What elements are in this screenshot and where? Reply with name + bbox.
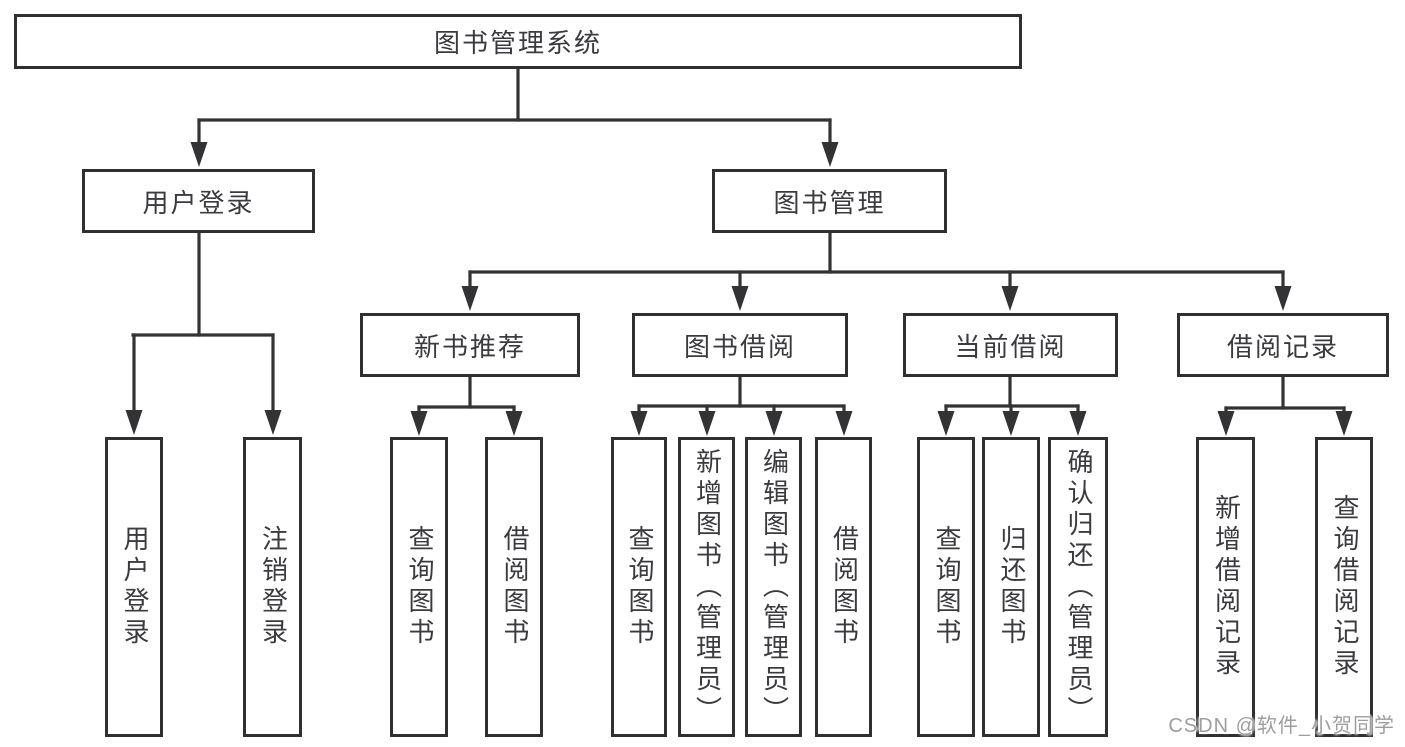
leaf-return-book-label: 归还图书	[996, 525, 1027, 649]
leaf-query-books-recommend: 查询图书	[390, 437, 448, 737]
leaf-edit-book-admin: 编辑图书（管理员）	[745, 437, 802, 737]
node-book-management: 图书管理	[712, 169, 947, 233]
node-new-book-recommendation-label: 新书推荐	[413, 331, 526, 362]
leaf-query-books-borrow-label: 查询图书	[624, 525, 655, 649]
leaf-edit-book-admin-label: 编辑图书（管理员）	[759, 447, 790, 727]
leaf-borrow-books-borrow-label: 借阅图书	[829, 525, 860, 649]
node-user-login: 用户登录	[82, 169, 315, 233]
leaf-borrow-books-borrow: 借阅图书	[815, 437, 872, 737]
node-book-management-label: 图书管理	[773, 187, 886, 218]
node-new-book-recommendation: 新书推荐	[360, 313, 580, 377]
node-root: 图书管理系统	[14, 14, 1022, 69]
leaf-user-login-label: 用户登录	[119, 525, 150, 649]
leaf-add-book-admin: 新增图书（管理员）	[678, 437, 735, 737]
node-book-borrowing-label: 图书借阅	[683, 331, 796, 362]
node-book-borrowing: 图书借阅	[632, 313, 848, 377]
leaf-query-books-current-label: 查询图书	[931, 525, 962, 649]
node-user-login-label: 用户登录	[142, 187, 255, 218]
leaf-query-borrow-record: 查询借阅记录	[1315, 437, 1373, 737]
node-root-label: 图书管理系统	[433, 28, 602, 58]
leaf-user-login: 用户登录	[105, 437, 163, 737]
node-current-borrowing-label: 当前借阅	[954, 331, 1067, 362]
leaf-query-borrow-record-label: 查询借阅记录	[1329, 494, 1360, 680]
leaf-return-book: 归还图书	[982, 437, 1040, 737]
leaf-add-book-admin-label: 新增图书（管理员）	[692, 447, 723, 727]
leaf-logout: 注销登录	[243, 437, 302, 737]
leaf-query-books-recommend-label: 查询图书	[404, 525, 435, 649]
leaf-add-borrow-record-label: 新增借阅记录	[1211, 494, 1242, 680]
watermark: CSDN @软件_小贺同学	[1168, 715, 1395, 737]
node-borrowing-records-label: 借阅记录	[1226, 331, 1339, 362]
node-borrowing-records: 借阅记录	[1177, 313, 1389, 377]
leaf-query-books-borrow: 查询图书	[611, 437, 667, 737]
leaf-confirm-return-admin-label: 确认归还（管理员）	[1063, 447, 1094, 727]
node-current-borrowing: 当前借阅	[903, 313, 1118, 377]
leaf-borrow-books-recommend: 借阅图书	[485, 437, 543, 737]
leaf-confirm-return-admin: 确认归还（管理员）	[1048, 437, 1108, 737]
leaf-query-books-current: 查询图书	[917, 437, 975, 737]
leaf-add-borrow-record: 新增借阅记录	[1196, 437, 1255, 737]
leaf-borrow-books-recommend-label: 借阅图书	[499, 525, 530, 649]
leaf-logout-label: 注销登录	[258, 525, 289, 649]
